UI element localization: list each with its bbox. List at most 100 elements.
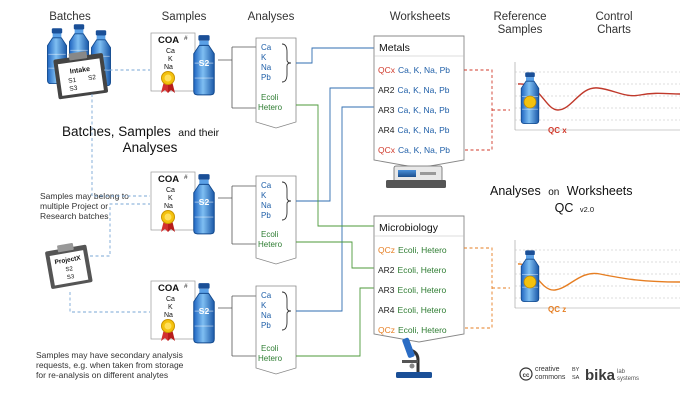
control-chart-bottom: QC z	[514, 240, 681, 314]
svg-text:Analyses on Worksh: Analyses on Worksheets	[490, 182, 633, 199]
footer-logos: cc creative commons BY SA bika lab syste…	[519, 366, 639, 384]
worksheet-metals-title: Metals	[379, 42, 410, 54]
caption-ws-qc: QC	[555, 201, 574, 215]
metals-links	[296, 47, 374, 312]
worksheet-row-prefix: QCx	[378, 65, 396, 75]
coa-element-na: Na	[164, 64, 173, 71]
bika-logo: bika	[585, 367, 616, 384]
sample-bottle-label: S2	[199, 306, 210, 316]
analysis-k: K	[261, 53, 267, 62]
intake-s1: S1	[68, 77, 77, 85]
coa-element-k: K	[168, 304, 173, 311]
projectx-s2: S2	[65, 266, 74, 273]
coa-element-k: K	[168, 56, 173, 63]
analysis-k: K	[261, 301, 267, 310]
caption-main-b: and their	[178, 127, 219, 139]
coa-element-na: Na	[164, 312, 173, 319]
sample-group-1: COA # Ca K Na S2	[150, 32, 215, 96]
analyses-list-2: Ca K Na Pb Ecoli Hetero	[255, 175, 297, 265]
coa-element-ca: Ca	[166, 296, 175, 303]
coa-hash: #	[184, 174, 188, 181]
intake-title: Intake	[69, 66, 90, 76]
coa-element-na: Na	[164, 203, 173, 210]
qc-label-top: QC x	[548, 126, 567, 135]
sample-group-3: COA # Ca K Na S2	[150, 280, 215, 344]
worksheet-row-analyses: Ecoli, Hetero	[398, 305, 447, 315]
worksheet-row-prefix: AR2	[378, 265, 395, 275]
note-project-line3: Research batches	[40, 211, 109, 221]
cc-line2: commons	[535, 374, 566, 381]
analyses-list-1: Ca K Na Pb Ecoli Hetero	[255, 37, 297, 129]
analysis-ca: Ca	[261, 291, 272, 300]
sample-bottle-label: S2	[199, 197, 210, 207]
note-secondary-line1: Samples may have secondary analysis	[36, 350, 183, 360]
analysis-pb: Pb	[261, 211, 271, 220]
hazard-icon	[523, 95, 537, 109]
coa-hash: #	[184, 35, 188, 42]
analysis-ca: Ca	[261, 181, 272, 190]
analysis-ecoli: Ecoli	[261, 344, 279, 353]
coa-element-k: K	[168, 195, 173, 202]
header-batches: Batches	[49, 11, 91, 23]
worksheet-row-prefix: QCz	[378, 325, 395, 335]
worksheet-row-prefix: AR3	[378, 285, 395, 295]
control-chart-top: QC x	[514, 62, 681, 135]
sample-bottle-label: S2	[199, 58, 210, 68]
analysis-hetero: Hetero	[258, 240, 283, 249]
coa-title: COA	[158, 283, 179, 294]
bracket-icon	[281, 291, 292, 331]
svg-text:QC v2.0: QC v2.0	[555, 199, 594, 216]
svg-text:cc: cc	[523, 373, 530, 379]
intake-clipboard: Intake S1 S2 S3	[53, 51, 109, 100]
coa-element-ca: Ca	[166, 187, 175, 194]
header-samples: Samples	[162, 11, 207, 23]
qc-label-bottom: QC z	[548, 305, 566, 314]
micro-links	[296, 104, 374, 357]
note-project-line2: multiple Project or	[40, 201, 108, 211]
worksheet-row-analyses: Ecoli, Hetero	[398, 325, 447, 335]
qc-dashed-links	[464, 69, 510, 329]
batch-dashed-links	[69, 69, 150, 313]
note-project: Samples may belong to multiple Project o…	[40, 191, 129, 221]
control-chart-top-curve	[517, 83, 681, 111]
analysis-hetero: Hetero	[258, 354, 283, 363]
svg-text:Batches, Samples and the: Batches, Samples and their	[62, 123, 220, 140]
analysis-pb: Pb	[261, 321, 271, 330]
caption-ws-version: v2.0	[580, 205, 594, 214]
award-ribbon-icon	[160, 210, 176, 232]
note-secondary: Samples may have secondary analysis requ…	[36, 350, 184, 380]
analysis-pb: Pb	[261, 73, 271, 82]
note-secondary-line3: for re-analysis on different analytes	[36, 370, 168, 380]
bika-sub2: systems	[617, 376, 639, 382]
header-analyses: Analyses	[248, 11, 295, 23]
worksheet-row-prefix: AR4	[378, 125, 395, 135]
cc-line1: creative	[535, 366, 560, 373]
worksheet-row-prefix: AR3	[378, 105, 395, 115]
worksheet-row-analyses: Ecoli, Hetero	[398, 285, 447, 295]
header-worksheets: Worksheets	[390, 11, 451, 23]
worksheet-row-analyses: Ca, K, Na, Pb	[398, 105, 450, 115]
caption-batches-samples: Batches, Samples and their Analyses	[62, 123, 220, 155]
analysis-ca: Ca	[261, 43, 272, 52]
microscope-icon	[396, 337, 432, 378]
worksheet-micro-title: Microbiology	[379, 222, 439, 234]
instrument-icon	[386, 165, 446, 188]
analysis-hetero: Hetero	[258, 103, 283, 112]
header-control-line2: Charts	[597, 24, 631, 36]
worksheet-row-analyses: Ecoli, Hetero	[398, 265, 447, 275]
bika-sub1: lab	[617, 369, 626, 375]
note-secondary-line2: requests, e.g. when taken from storage	[36, 360, 184, 370]
header-reference-line2: Samples	[498, 24, 543, 36]
coa-title: COA	[158, 35, 179, 46]
intake-s3: S3	[69, 85, 78, 93]
award-ribbon-icon	[160, 319, 176, 341]
caption-ws-a: Analyses	[490, 184, 541, 198]
